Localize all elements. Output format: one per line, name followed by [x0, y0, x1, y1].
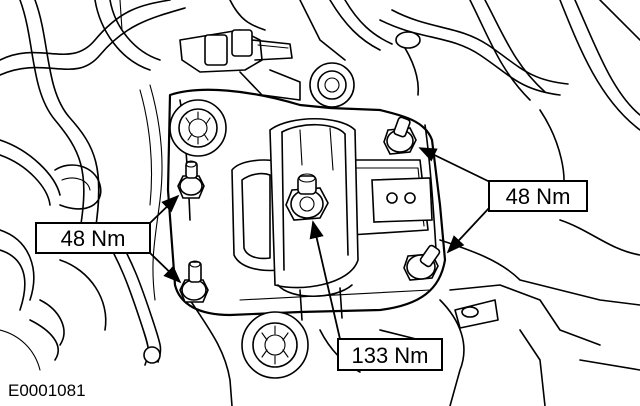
arrow-to-upper-left-bolt [149, 194, 180, 224]
callout-center: 133 Nm [337, 338, 443, 371]
bolt-center [285, 173, 329, 221]
figure-id: E0001081 [8, 381, 86, 400]
engine-mount-insulator [269, 117, 359, 321]
grommet-upper-left [169, 99, 227, 157]
arrow-to-center-bolt [309, 220, 341, 340]
torque-label-left: 48 Nm [61, 226, 126, 251]
bolt-lower-right [403, 244, 441, 281]
torque-label-center: 133 Nm [351, 343, 428, 368]
callout-upper-right: 48 Nm [488, 180, 588, 212]
engine-mount-bracket [166, 88, 447, 317]
torque-label-upper-right: 48 Nm [506, 184, 571, 209]
arrow-to-lower-left-bolt [149, 252, 182, 284]
bolt-upper-left [177, 160, 205, 199]
callout-left: 48 Nm [35, 222, 151, 254]
bolt-lower-left [179, 260, 209, 303]
bolt-upper-right [383, 116, 417, 155]
grommet-top-center [309, 62, 355, 108]
arrow-to-lower-right-bolt [446, 206, 491, 254]
leader-arrows [149, 147, 491, 340]
arrow-to-upper-right-bolt [418, 147, 491, 183]
grommet-bottom [241, 311, 309, 379]
